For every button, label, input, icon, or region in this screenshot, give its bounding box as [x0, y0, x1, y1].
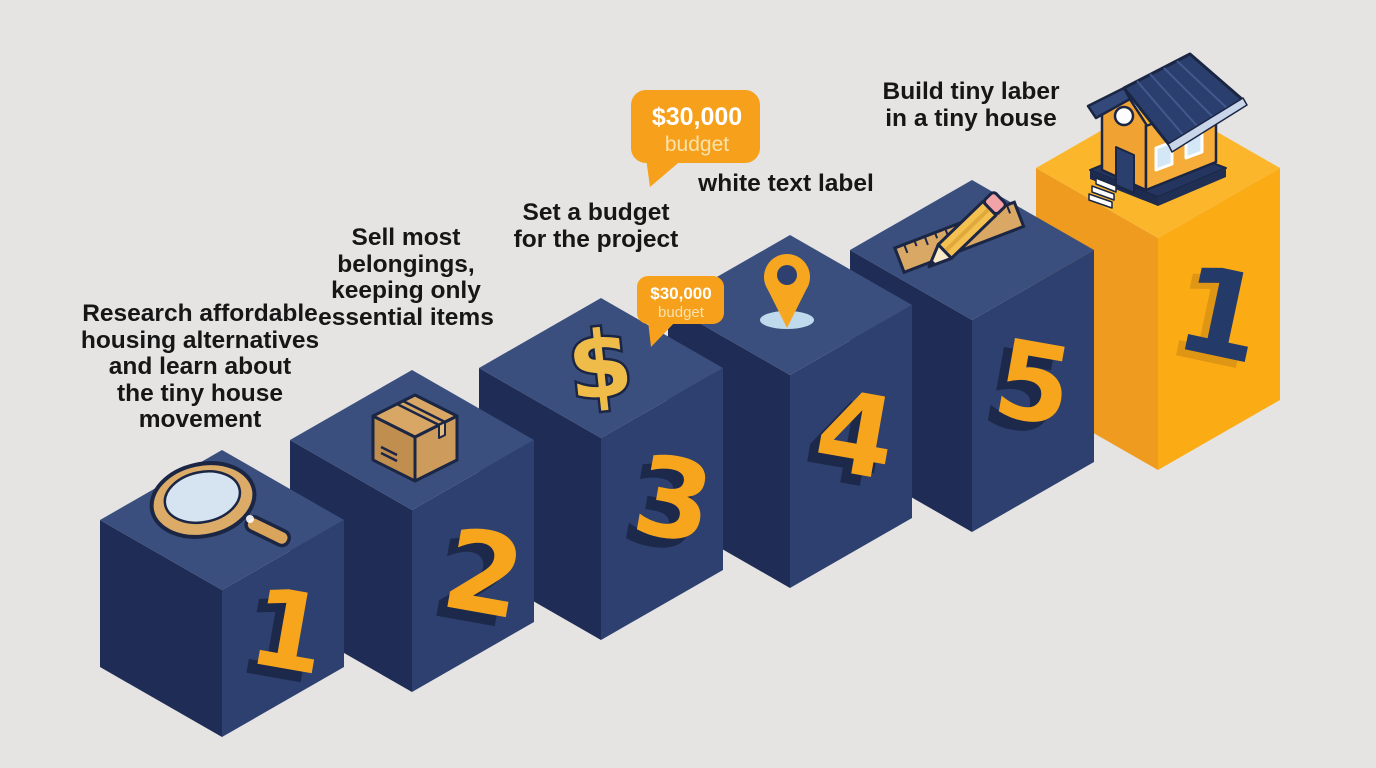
- house-door: [1115, 146, 1135, 194]
- pin-tail: [768, 290, 806, 328]
- step-5-label-line: Build tiny laber: [883, 78, 1060, 105]
- step-5-label-line: in a tiny house: [885, 105, 1057, 132]
- step-1-label-line: Research affordable: [82, 300, 318, 327]
- step-1-label-line: the tiny house: [117, 380, 283, 407]
- pencil-wood-tip: [927, 243, 953, 269]
- step-1-label-line: and learn about: [109, 353, 291, 380]
- step-3-label: Set a budget for the project: [514, 199, 679, 253]
- budget-bubble-small-amount: $30,000: [650, 284, 711, 303]
- box-tape-flap: [438, 421, 446, 439]
- pencil: [927, 191, 1007, 269]
- pencil-graphite-tip: [929, 259, 937, 267]
- ruler-pencil-icon: [892, 191, 1026, 275]
- pencil-eraser: [983, 191, 1007, 216]
- block-1-front-face: [222, 520, 344, 737]
- house-base-side-right: [1158, 168, 1226, 206]
- box-top-face: [371, 393, 459, 439]
- step-2-label-line: Sell most: [352, 224, 461, 251]
- block-5-front-face: [972, 250, 1094, 532]
- magnifier-icon: [149, 461, 292, 548]
- block-2-front-face: [412, 440, 534, 692]
- step-2-label-line: belongings,: [337, 251, 474, 278]
- step-2-block: 2 2: [290, 370, 534, 692]
- step-2-label: Sell most belongings, keeping only essen…: [318, 224, 494, 331]
- box-tape-lines: [396, 399, 446, 427]
- step-2-label-line: keeping only: [331, 277, 481, 304]
- step-4-label: white text label: [697, 170, 874, 197]
- box-label-lines: [380, 445, 398, 463]
- block-4-front-face: [790, 305, 912, 588]
- dollar-icon: $: [563, 309, 638, 422]
- house-eave-trim: [1167, 97, 1248, 153]
- budget-bubble-large-body: [631, 90, 760, 163]
- budget-bubble-large-tail: [646, 158, 684, 187]
- step-5-block: 5 5: [850, 180, 1094, 532]
- step-5-label: Build tiny laber in a tiny house: [883, 78, 1060, 132]
- house-steps: [1088, 177, 1117, 209]
- step-4-label-line: white text label: [697, 170, 874, 197]
- step-6-block: 1 1: [1036, 52, 1280, 470]
- step-1-label-line: movement: [139, 406, 262, 433]
- step-2-label-line: essential items: [318, 304, 494, 331]
- budget-bubble-small: $30,000 budget: [637, 276, 724, 347]
- budget-bubble-large-amount: $30,000: [652, 103, 742, 131]
- house-icon: [1086, 52, 1248, 209]
- block-6-front-face: [1158, 168, 1280, 470]
- pin-hole: [777, 265, 797, 285]
- location-pin-icon: [760, 254, 814, 329]
- pencil-stripe: [943, 206, 991, 253]
- house-round-window: [1113, 105, 1135, 127]
- house-roof-panel-lines: [1136, 60, 1229, 138]
- step-1-label-line: housing alternatives: [81, 327, 319, 354]
- magnifier-glint: [246, 515, 254, 523]
- budget-bubble-large-caption: budget: [665, 133, 729, 156]
- budget-bubble-small-tail: [648, 321, 676, 347]
- block-5-top-face: [850, 180, 1094, 320]
- block-3-front-face: [601, 368, 723, 640]
- magnifier-lens: [163, 470, 242, 525]
- budget-bubble-small-body: [637, 276, 724, 324]
- step-1-block: 1 1: [100, 450, 344, 737]
- block-1-left-face: [100, 520, 222, 737]
- step-3-label-line: for the project: [514, 226, 679, 253]
- budget-bubble-small-caption: budget: [658, 304, 705, 321]
- box-icon: [371, 393, 459, 483]
- budget-bubble-large: $30,000 budget: [631, 90, 760, 187]
- step-3-label-line: Set a budget: [522, 199, 669, 226]
- step-1-label: Research affordable housing alternatives…: [81, 300, 319, 433]
